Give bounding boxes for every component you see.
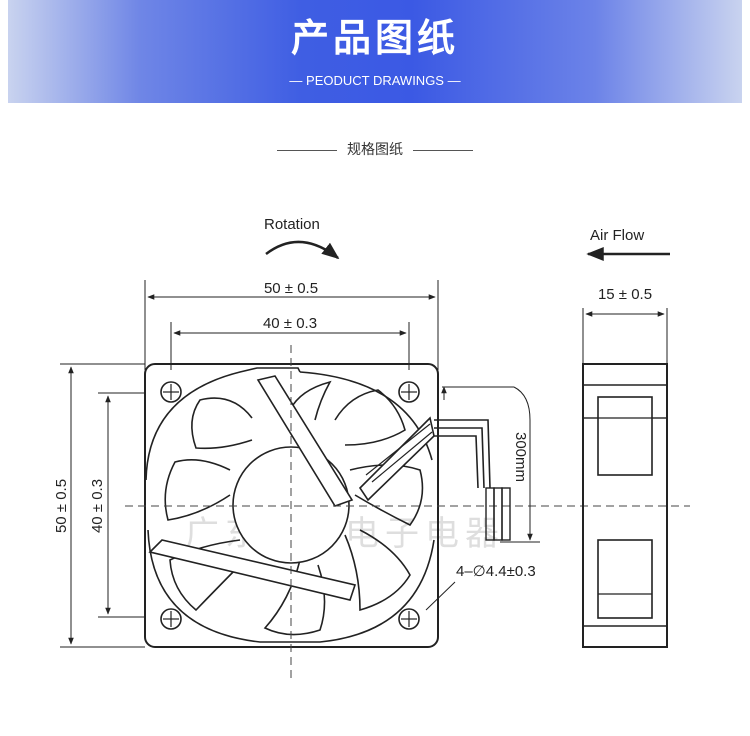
fan-shroud-bottom	[147, 529, 435, 643]
dim-width-outer-text: 50 ± 0.5	[264, 280, 318, 297]
strut-upper	[256, 375, 354, 507]
side-view-window-upper	[597, 396, 653, 476]
lead-wire-end-3	[501, 487, 511, 541]
section-divider-left	[277, 149, 337, 151]
dim-height-holes-text: 40 ± 0.3	[89, 479, 106, 533]
lead-wire-out-1	[434, 419, 491, 489]
dim-depth-text: 15 ± 0.5	[598, 286, 652, 303]
page-title: 产品图纸	[290, 16, 459, 60]
mounting-hole-bottom-left-icon	[160, 608, 182, 630]
rotation-arrow-icon	[265, 240, 340, 260]
lead-wire-out-2	[434, 427, 485, 489]
hole-spec-text: 4–∅4.4±0.3	[456, 563, 536, 580]
lead-length-text: 300mm	[512, 432, 529, 482]
section-heading: 规格图纸	[0, 140, 750, 160]
dim-width-holes-text: 40 ± 0.3	[263, 315, 317, 332]
airflow-label: Air Flow	[590, 227, 644, 244]
lead-wire-out-3	[434, 435, 479, 489]
mounting-hole-top-right-icon	[398, 381, 420, 403]
fan-blades	[164, 380, 424, 636]
side-view-window-lower	[597, 539, 653, 619]
section-title: 规格图纸	[347, 142, 403, 158]
lead-wire-1	[365, 423, 431, 476]
mounting-hole-top-left-icon	[160, 381, 182, 403]
dim-height-outer-text: 50 ± 0.5	[53, 479, 70, 533]
header-banner: 产品图纸 — PEODUCT DRAWINGS —	[8, 0, 742, 103]
hole-spec-leader	[425, 581, 456, 611]
rotation-label: Rotation	[264, 216, 320, 233]
strut-lower	[148, 539, 357, 601]
lead-length-line	[513, 386, 533, 541]
mounting-hole-bottom-right-icon	[398, 608, 420, 630]
side-view-body	[582, 363, 668, 648]
page-subtitle: — PEODUCT DRAWINGS —	[289, 73, 461, 88]
lead-wire-2	[371, 431, 433, 483]
section-divider-right	[413, 149, 473, 151]
fan-shroud-top	[145, 367, 301, 481]
